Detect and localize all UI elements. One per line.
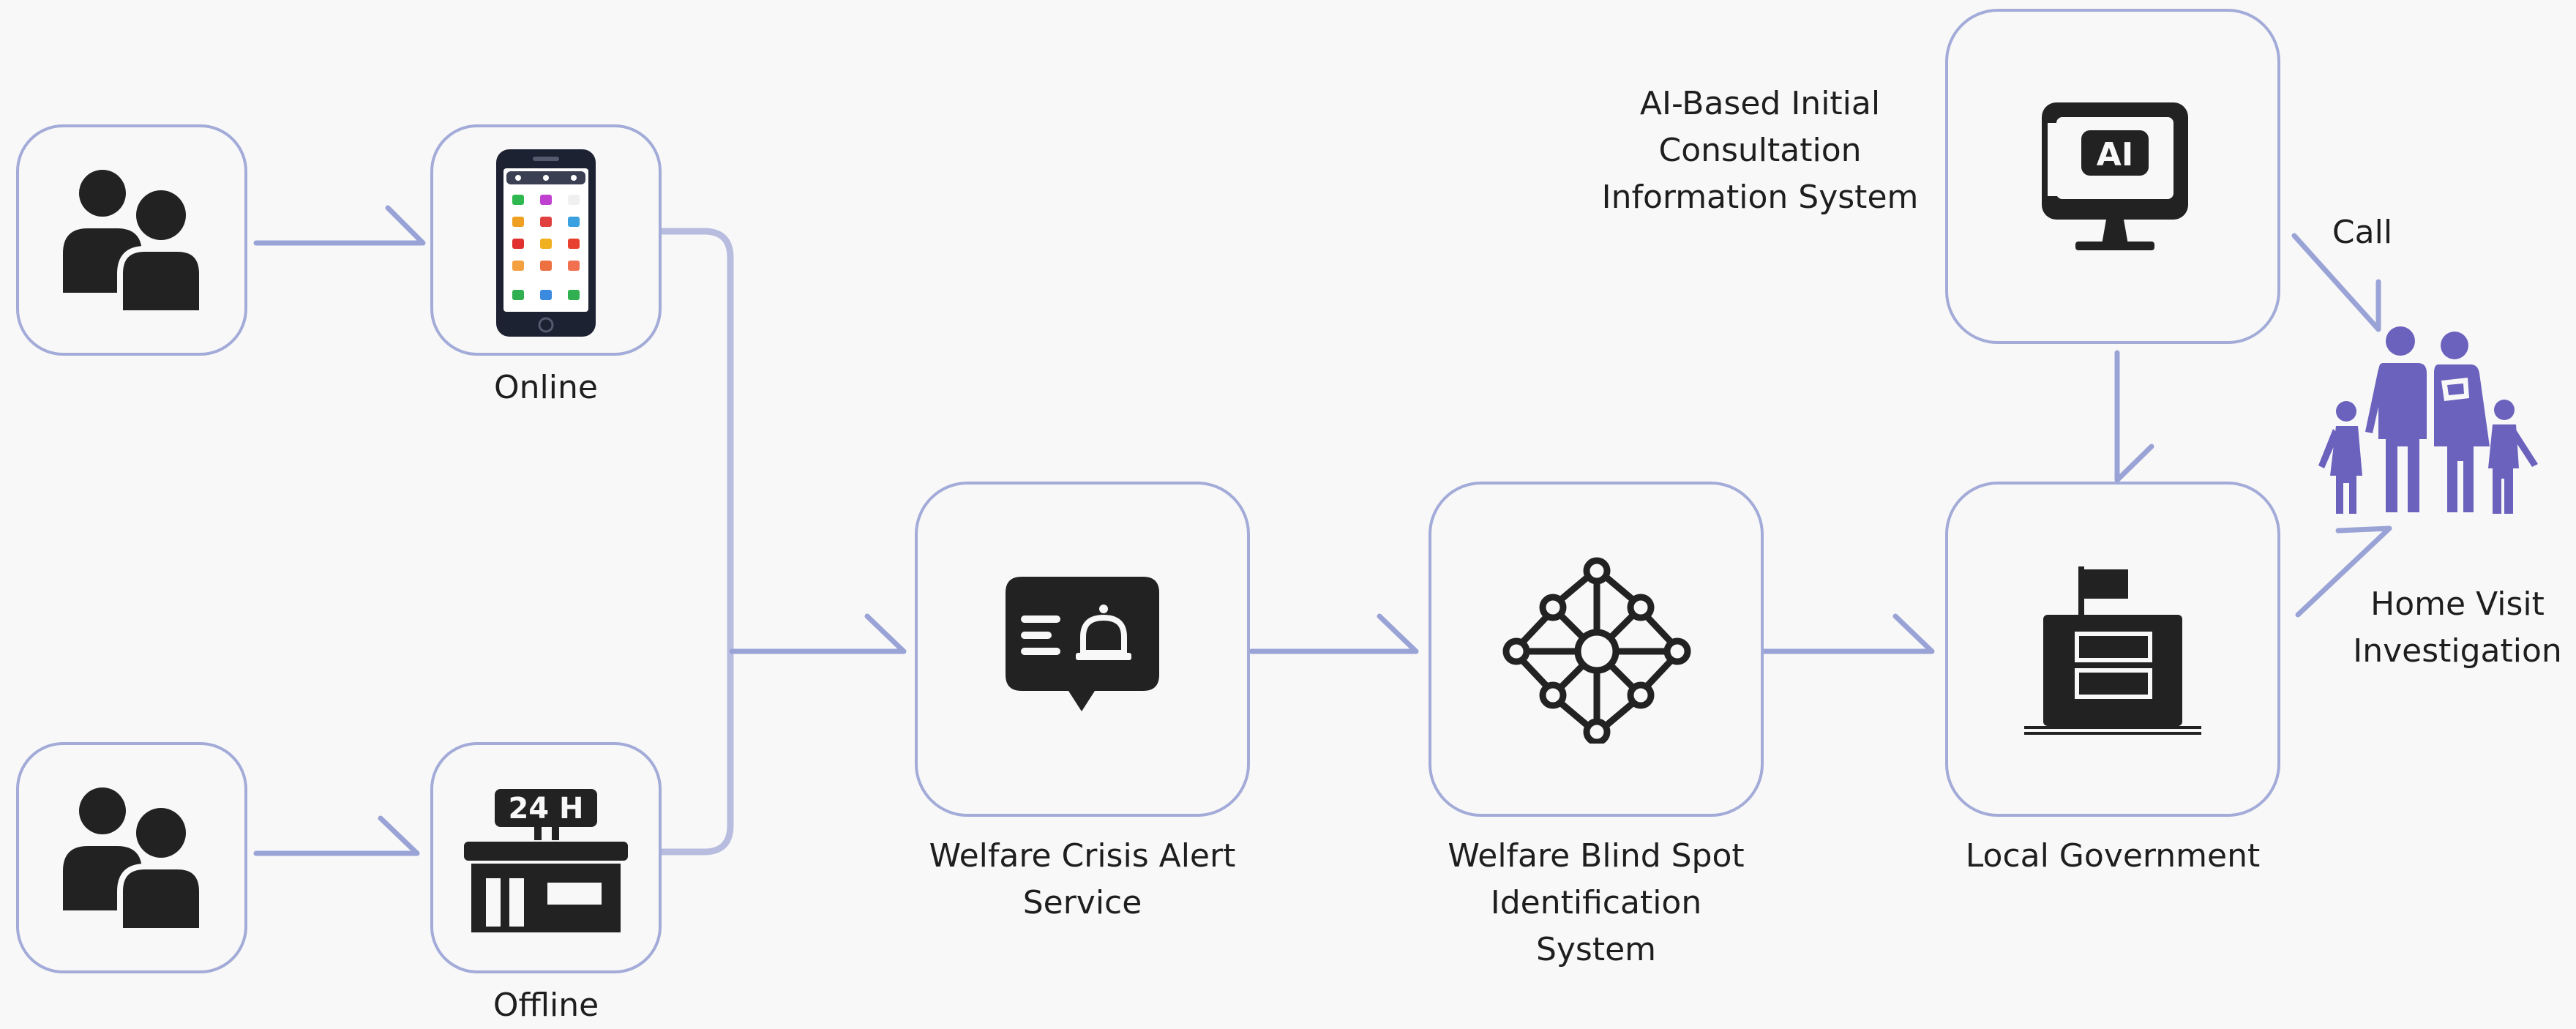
arrow-alert-to-blindspot bbox=[1248, 613, 1419, 654]
store-24h-icon: 24 H bbox=[464, 789, 628, 932]
ai-system-label: AI-Based Initial Consultation Informatio… bbox=[1601, 85, 1919, 216]
store-sign-text: 24 H bbox=[508, 792, 583, 826]
family-icon bbox=[2318, 326, 2538, 514]
offline-label: Offline bbox=[493, 987, 599, 1024]
arrow-blindspot-to-government bbox=[1761, 613, 1935, 654]
government-building-icon bbox=[2024, 566, 2201, 735]
blind-spot-system-label: Welfare Blind Spot Identification System bbox=[1448, 837, 1745, 968]
arrow-user-to-online bbox=[253, 205, 426, 246]
arrow-government-to-family bbox=[2295, 525, 2392, 618]
local-government-label: Local Government bbox=[1965, 837, 2261, 875]
merge-bracket bbox=[659, 228, 734, 856]
arrow-ai-to-family bbox=[2291, 233, 2381, 332]
ai-monitor-icon: AI bbox=[2042, 102, 2188, 250]
ai-system-box bbox=[1945, 9, 2280, 344]
ai-badge-text: AI bbox=[2097, 136, 2133, 173]
welfare-crisis-alert-label: Welfare Crisis Alert Service bbox=[929, 837, 1236, 921]
home-visit-label: Home Visit Investigation bbox=[2353, 585, 2562, 670]
call-label: Call bbox=[2332, 214, 2393, 251]
smartphone-icon bbox=[496, 149, 596, 337]
arrow-ai-to-government bbox=[2114, 350, 2154, 483]
online-label: Online bbox=[494, 369, 598, 406]
user-group-icon bbox=[63, 787, 205, 931]
user-group-icon bbox=[63, 170, 205, 313]
blind-spot-box bbox=[1429, 482, 1764, 817]
alert-message-icon bbox=[1006, 577, 1159, 711]
arrow-user-to-offline bbox=[253, 815, 420, 856]
arrow-merge-to-alert bbox=[729, 613, 907, 654]
connectors bbox=[253, 205, 2392, 856]
network-icon bbox=[1502, 557, 1691, 744]
